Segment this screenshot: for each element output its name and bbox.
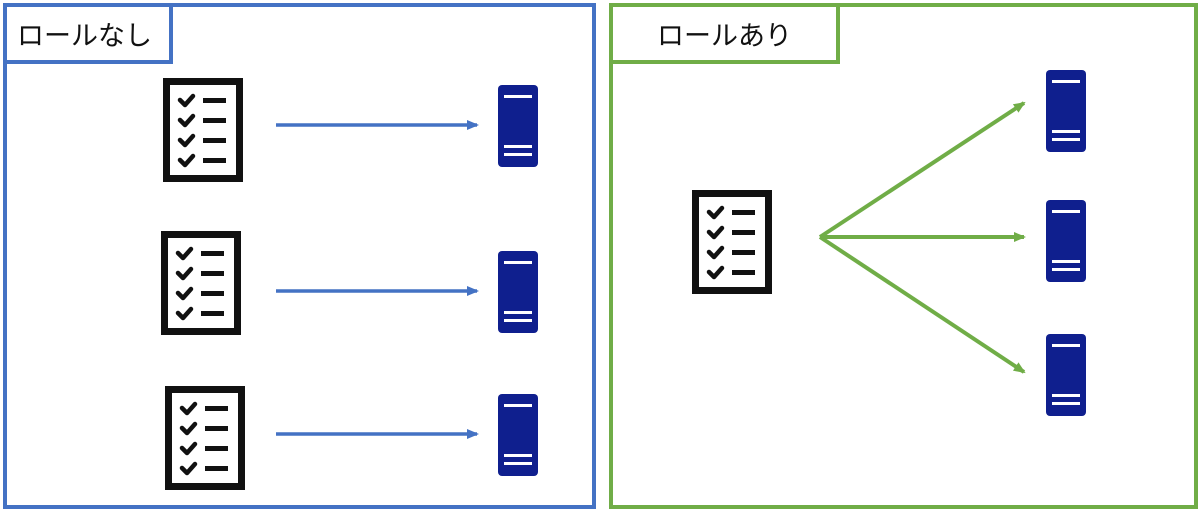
panel-title-label: ロールなし [17, 21, 152, 52]
server-icon [498, 251, 538, 333]
server-icon [1046, 334, 1086, 416]
server-icon [1046, 70, 1086, 152]
checklist-icon [696, 194, 769, 291]
panel-without-role [3, 3, 596, 509]
panel-title-label: ロールあり [657, 21, 792, 52]
panel-title-without-role: ロールなし [3, 3, 173, 64]
checklist-icon [165, 235, 238, 332]
checklist-icon [169, 390, 242, 487]
checklist-icon [167, 82, 240, 179]
arrow [818, 101, 1026, 239]
panel-title-with-role: ロールあり [609, 3, 840, 64]
server-icon [1046, 200, 1086, 282]
arrow [818, 235, 1026, 374]
server-icon [498, 85, 538, 167]
server-icon [498, 394, 538, 476]
